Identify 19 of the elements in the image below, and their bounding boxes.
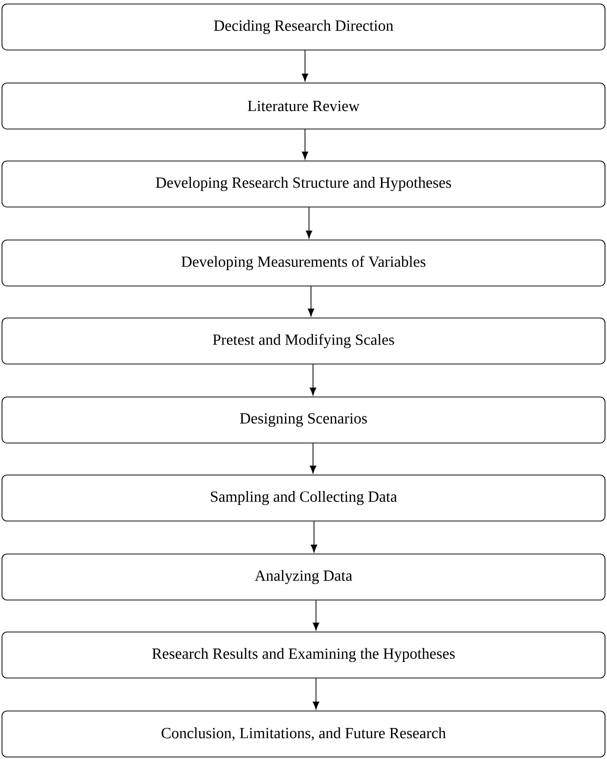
arrow xyxy=(302,128,308,160)
arrow xyxy=(310,443,316,474)
process-box: Conclusion, Limitations, and Future Research xyxy=(2,710,606,758)
process-box: Designing Scenarios xyxy=(2,396,606,444)
arrow xyxy=(310,364,316,396)
process-box: Analyzing Data xyxy=(2,554,606,600)
arrow xyxy=(308,286,314,316)
process-box: Research Results and Examining the Hypotheses xyxy=(2,632,606,678)
process-box: Sampling and Collecting Data xyxy=(2,474,606,522)
process-box: Developing Measurements of Variables xyxy=(2,240,606,286)
arrow xyxy=(306,206,312,238)
process-box: Deciding Research Direction xyxy=(2,4,606,50)
process-box: Developing Research Structure and Hypotheses xyxy=(2,160,606,208)
process-box: Literature Review xyxy=(2,82,606,130)
arrow xyxy=(312,678,320,710)
arrow xyxy=(310,521,318,552)
arrow xyxy=(312,600,320,630)
arrow xyxy=(302,50,308,82)
process-box: Pretest and Modifying Scales xyxy=(2,318,606,364)
